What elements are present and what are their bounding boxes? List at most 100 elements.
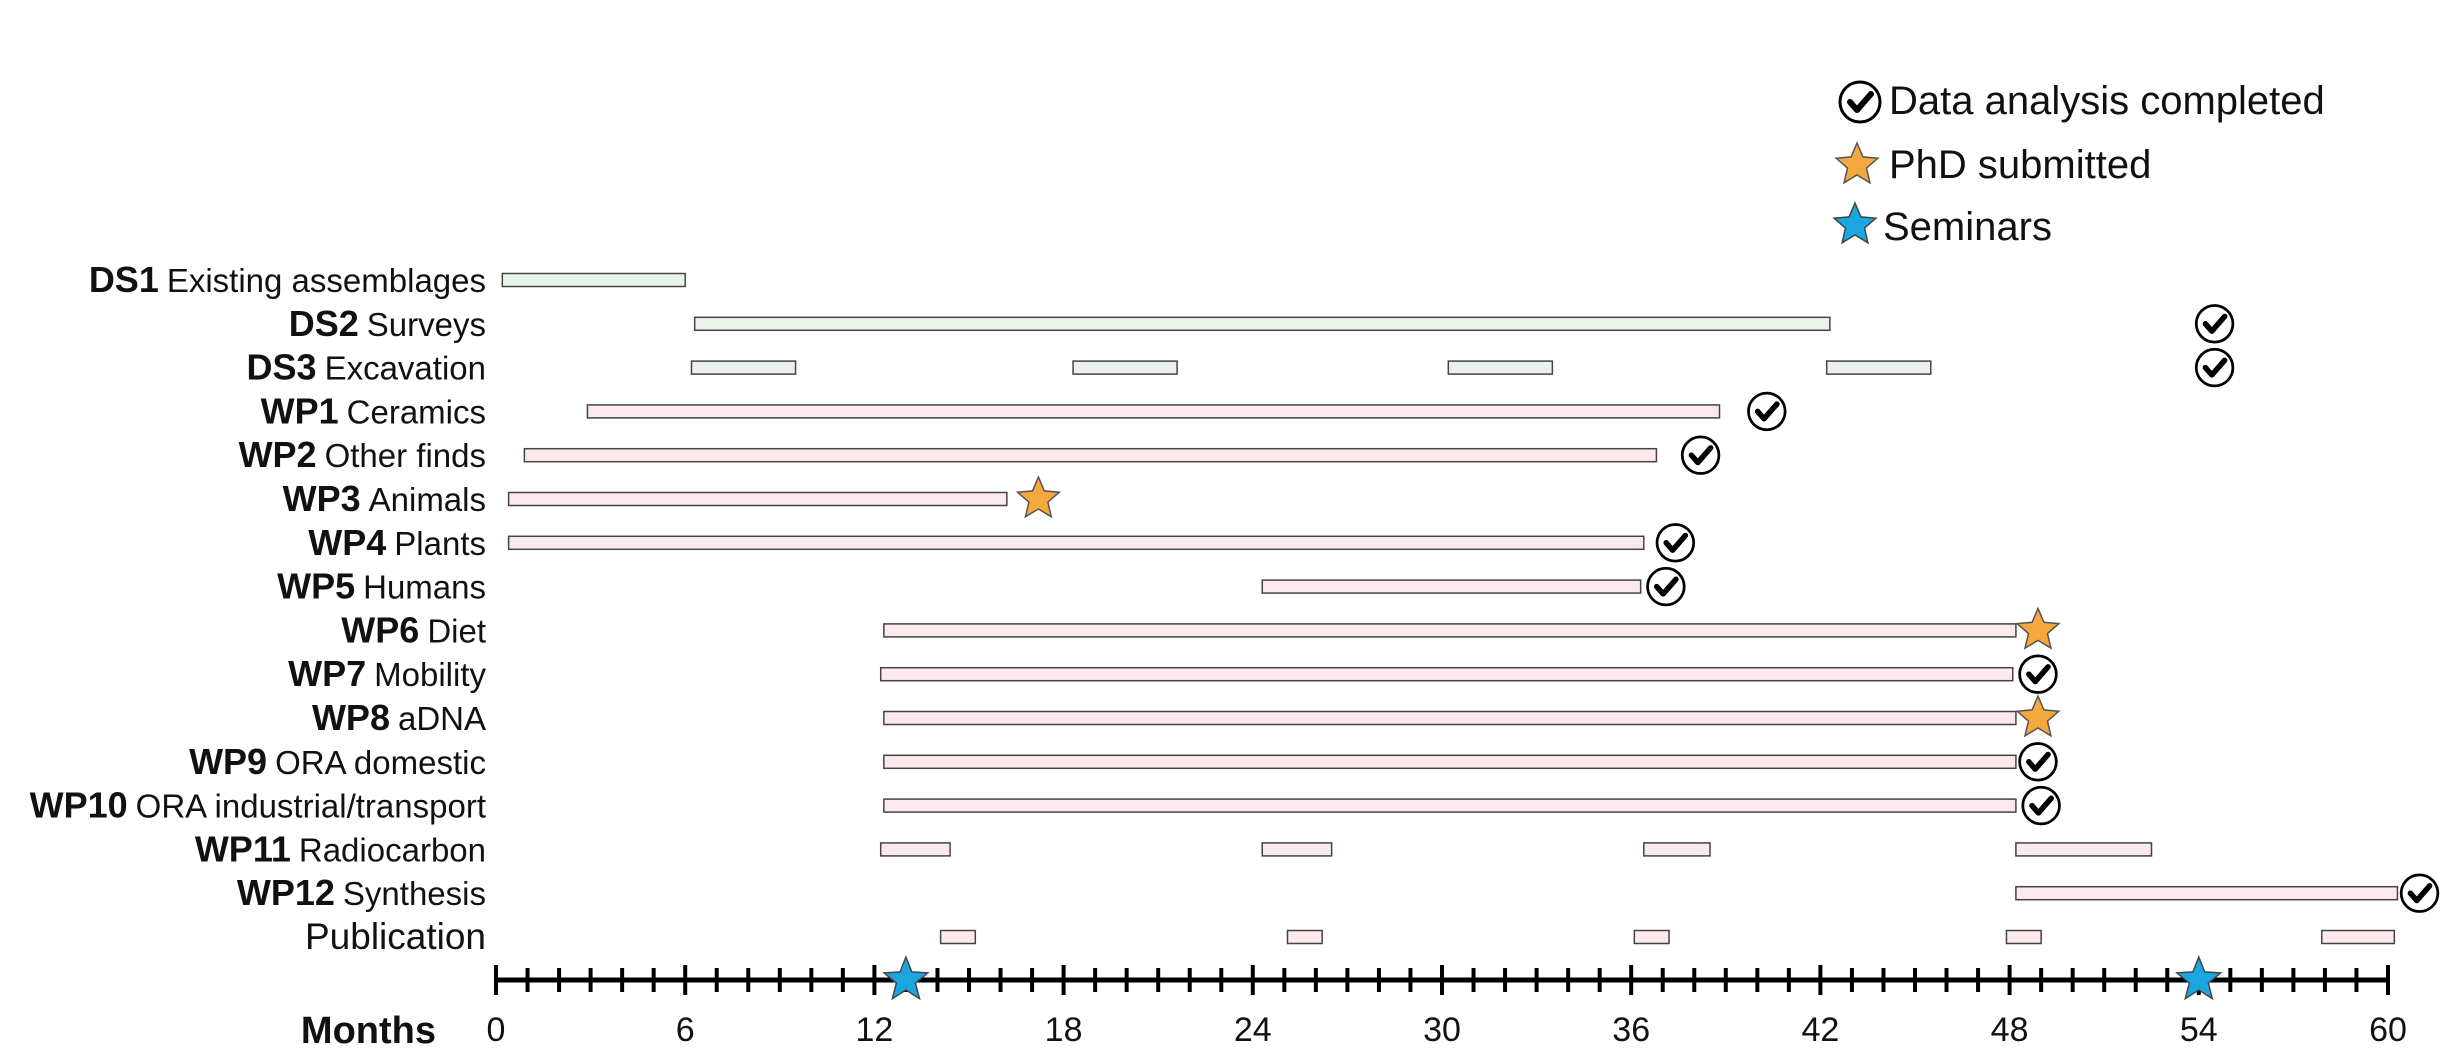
tick-label: 0 xyxy=(487,1011,506,1049)
tick-label: 6 xyxy=(676,1011,695,1049)
task-bar xyxy=(2005,929,2042,945)
row-code: WP10 xyxy=(30,785,128,826)
row-name: Humans xyxy=(363,569,486,606)
legend-item-seminars: Seminars xyxy=(1832,201,2052,249)
row-name: Radiocarbon xyxy=(299,831,486,868)
check-circle-icon xyxy=(1748,393,1785,430)
task-bar xyxy=(690,360,797,375)
task-bar xyxy=(507,535,1645,551)
row-name: ORA domestic xyxy=(275,744,486,781)
check-circle-icon xyxy=(2196,305,2233,342)
check-circle-icon xyxy=(2020,656,2057,693)
legend: Data analysis completed PhD submitted Se… xyxy=(1832,79,2325,249)
row-code: WP4 xyxy=(308,522,386,563)
task-bar xyxy=(2321,929,2396,945)
row-code: WP2 xyxy=(239,434,317,475)
orange-star-icon xyxy=(2015,694,2061,738)
check-circle-icon xyxy=(2196,349,2233,386)
tick-label: 12 xyxy=(855,1011,893,1049)
check-circle-icon xyxy=(1840,82,1880,122)
task-bar xyxy=(1286,929,1323,945)
row-name: Other finds xyxy=(325,437,486,474)
orange-star-icon xyxy=(1015,475,1062,519)
legend-item-data-analysis: Data analysis completed xyxy=(1840,79,2325,123)
tick-label: 18 xyxy=(1045,1011,1083,1049)
legend-label: Seminars xyxy=(1883,205,2052,249)
row-name: Surveys xyxy=(367,306,486,343)
task-bar xyxy=(2015,842,2153,857)
row-name: Animals xyxy=(369,481,486,518)
row-name: ORA industrial/transport xyxy=(136,788,486,825)
tick-label: 30 xyxy=(1423,1011,1461,1049)
row-code: WP1 xyxy=(261,390,339,431)
tick-label: 36 xyxy=(1612,1011,1650,1049)
task-row: Publication xyxy=(305,916,2396,957)
row-code: DS2 xyxy=(289,303,359,344)
orange-star-icon xyxy=(2015,606,2061,650)
task-bar xyxy=(883,754,2017,770)
legend-label: Data analysis completed xyxy=(1889,79,2325,123)
check-circle-icon xyxy=(2401,875,2438,912)
legend-label: PhD submitted xyxy=(1889,143,2151,187)
task-bar xyxy=(507,491,1008,507)
check-circle-icon xyxy=(2023,787,2060,824)
task-bar xyxy=(586,404,1721,419)
task-bar xyxy=(1447,360,1554,375)
check-circle-icon xyxy=(1682,437,1719,474)
task-bar xyxy=(1072,360,1178,375)
row-name: Diet xyxy=(427,612,486,649)
orange-star-icon xyxy=(1834,141,1880,185)
tick-label: 54 xyxy=(2180,1011,2218,1049)
row-label: Publication xyxy=(305,916,486,957)
row-name: Mobility xyxy=(374,656,486,693)
check-circle-icon xyxy=(2020,743,2057,780)
axis-title: Months xyxy=(301,1010,436,1052)
row-code: WP9 xyxy=(189,741,267,782)
tick-label: 42 xyxy=(1801,1011,1839,1049)
blue-star-icon xyxy=(882,954,930,1001)
row-code: WP6 xyxy=(341,609,419,650)
tick-label: 60 xyxy=(2369,1011,2407,1049)
tick-label: 48 xyxy=(1991,1011,2029,1049)
row-code: WP7 xyxy=(288,653,366,694)
row-code: WP11 xyxy=(195,828,291,869)
blue-star-icon xyxy=(2174,954,2223,1001)
task-bar xyxy=(1633,929,1670,945)
task-bar xyxy=(1261,579,1642,594)
row-name: Existing assemblages xyxy=(167,262,486,299)
check-circle-icon xyxy=(1648,568,1685,605)
row-name: Plants xyxy=(394,525,486,562)
task-bar xyxy=(2015,885,2399,901)
blue-star-icon xyxy=(1832,201,1878,245)
row-name: Ceramics xyxy=(347,393,486,430)
legend-item-phd-submitted: PhD submitted xyxy=(1834,141,2151,187)
row-name: Excavation xyxy=(325,350,486,387)
task-bar xyxy=(883,798,2017,813)
